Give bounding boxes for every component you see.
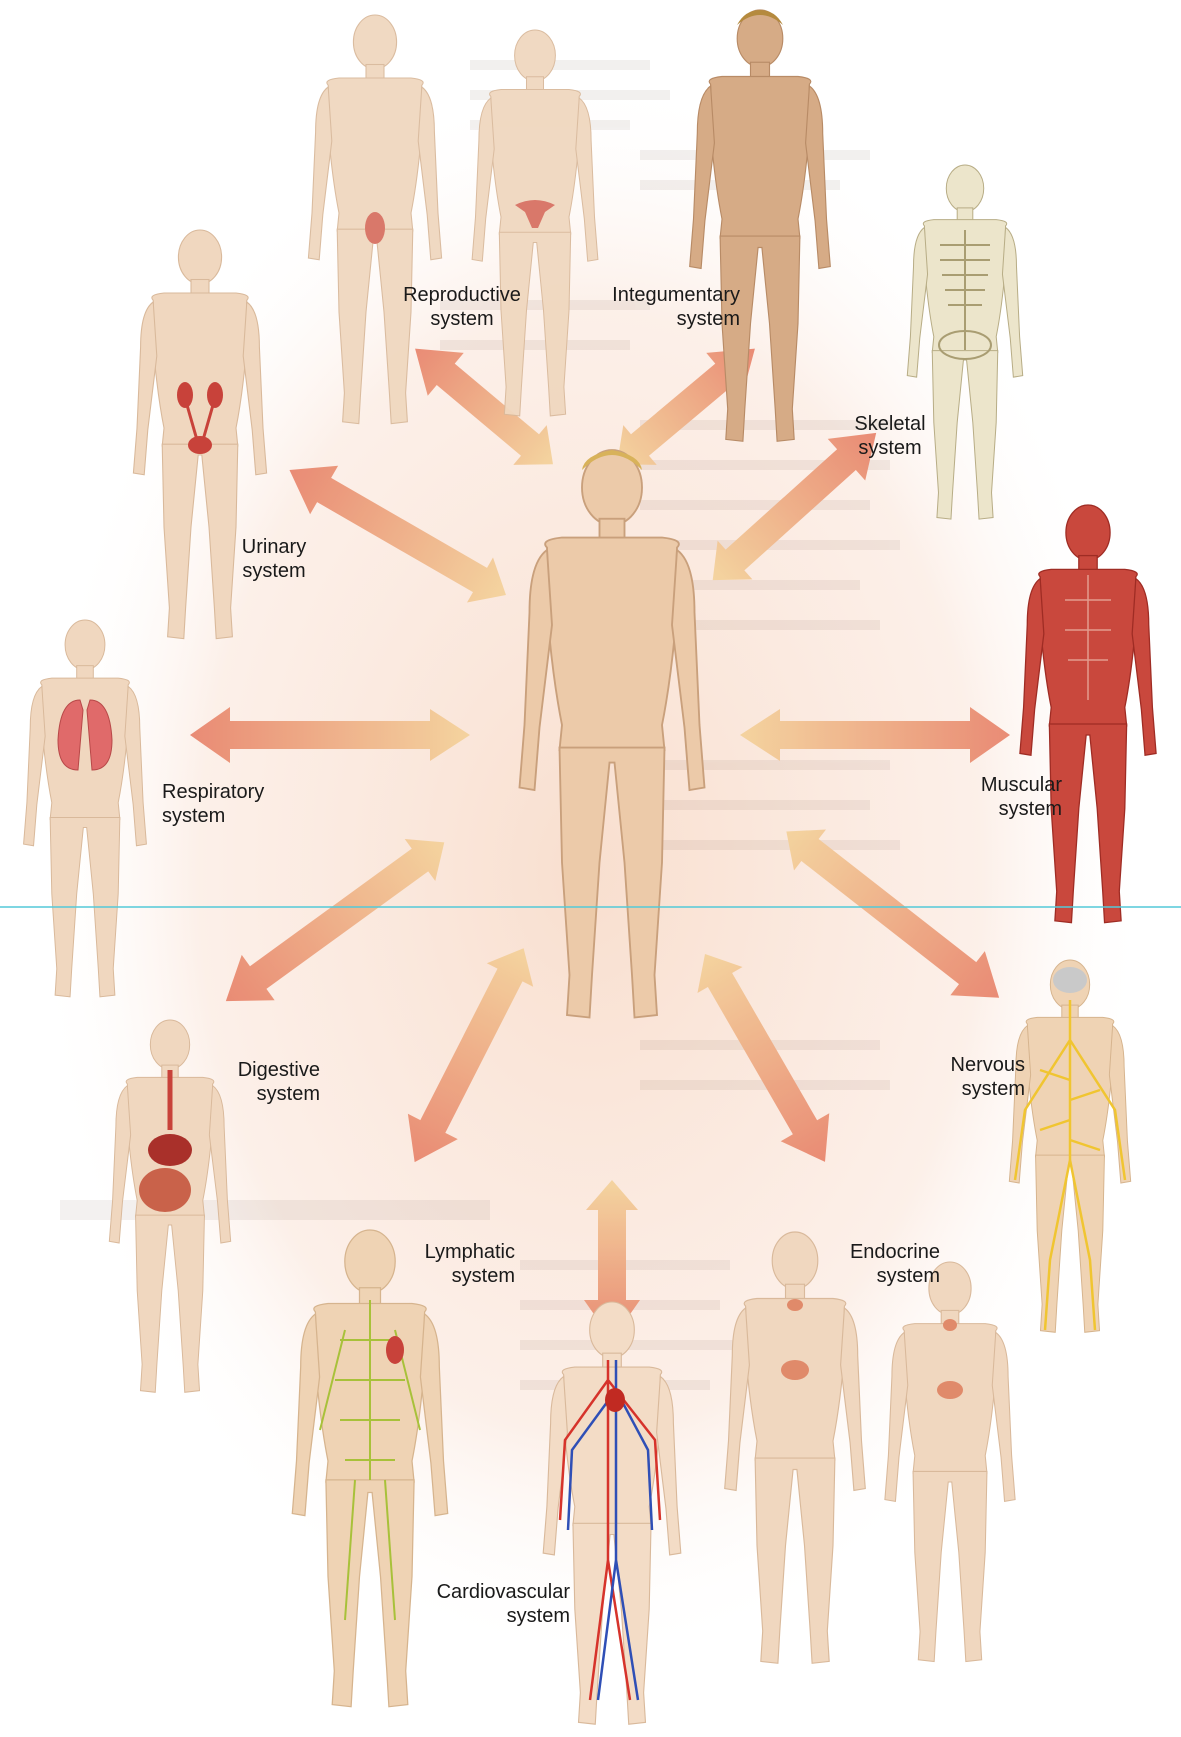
label-line: Muscular	[942, 773, 1062, 797]
label-reproductive-system: Reproductive system	[382, 283, 542, 331]
label-line: Respiratory	[162, 780, 292, 804]
label-line: Endocrine	[820, 1240, 940, 1264]
label-digestive-system: Digestive system	[200, 1058, 320, 1106]
label-lymphatic-system: Lymphatic system	[385, 1240, 515, 1288]
label-cardiovascular-system: Cardiovascular system	[410, 1580, 570, 1628]
label-line: Digestive	[200, 1058, 320, 1082]
label-line: system	[830, 436, 950, 460]
label-line: system	[224, 559, 324, 583]
label-skeletal-system: Skeletal system	[830, 412, 950, 460]
label-respiratory-system: Respiratory system	[162, 780, 292, 828]
label-line: system	[905, 1077, 1025, 1101]
label-muscular-system: Muscular system	[942, 773, 1062, 821]
label-line: system	[820, 1264, 940, 1288]
label-endocrine-system: Endocrine system	[820, 1240, 940, 1288]
label-line: system	[162, 804, 292, 828]
label-line: Reproductive	[382, 283, 542, 307]
label-line: system	[385, 1264, 515, 1288]
label-urinary-system: Urinary system	[224, 535, 324, 583]
label-line: Lymphatic	[385, 1240, 515, 1264]
label-line: system	[200, 1082, 320, 1106]
label-line: Nervous	[905, 1053, 1025, 1077]
label-line: system	[410, 1604, 570, 1628]
label-line: Skeletal	[830, 412, 950, 436]
label-nervous-system: Nervous system	[905, 1053, 1025, 1101]
label-integumentary-system: Integumentary system	[580, 283, 740, 331]
label-line: Urinary	[224, 535, 324, 559]
label-line: Cardiovascular	[410, 1580, 570, 1604]
lymphatic-spleen	[386, 1336, 404, 1364]
label-line: system	[382, 307, 542, 331]
label-line: system	[942, 797, 1062, 821]
nervous-brain	[1053, 967, 1087, 993]
label-line: system	[580, 307, 740, 331]
label-line: Integumentary	[580, 283, 740, 307]
